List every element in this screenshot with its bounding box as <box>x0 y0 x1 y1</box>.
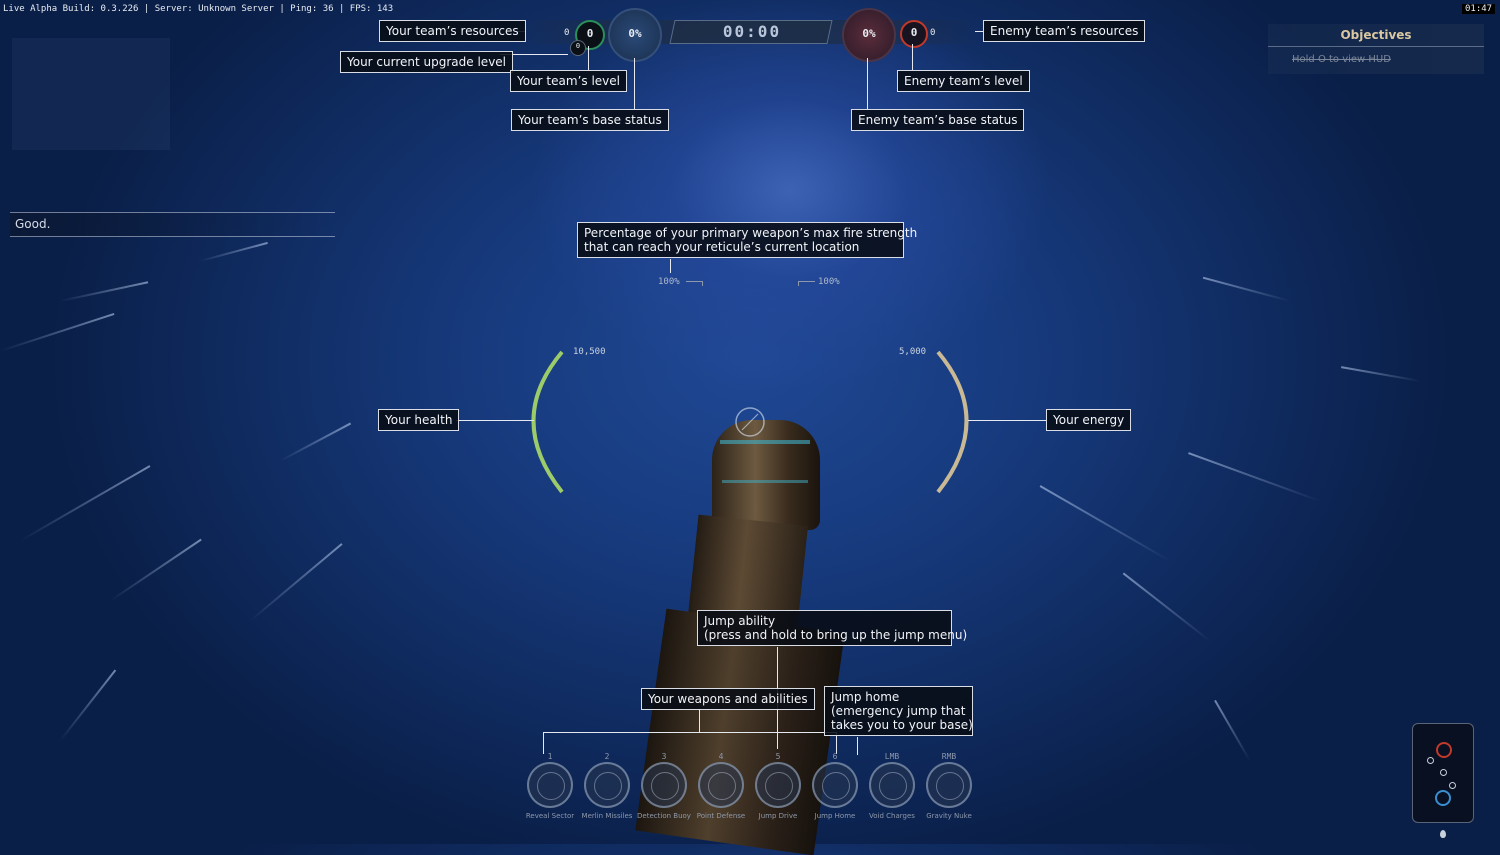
ability-key: 5 <box>775 752 781 761</box>
ability-name: Void Charges <box>869 812 915 820</box>
build-status: Live Alpha Build: 0.3.226 | Server: Unkn… <box>3 4 394 14</box>
health-value: 10,500 <box>573 347 606 357</box>
ability-name: Merlin Missiles <box>581 812 633 820</box>
callout-enemy-level: Enemy team’s level <box>897 70 1030 92</box>
enemy-base-value: 0% <box>862 27 876 40</box>
enemy-base-marker <box>1436 742 1452 758</box>
callout-upgrade-level: Your current upgrade level <box>340 51 514 73</box>
ability-key: LMB <box>884 752 900 761</box>
objectives-panel: Objectives Hold O to view HUD <box>1268 24 1484 74</box>
callout-weapon-percentage-line1: Percentage of your primary weapon’s max … <box>584 226 918 240</box>
callout-jump-line2: (press and hold to bring up the jump men… <box>704 628 968 642</box>
ability-name: Reveal Sector <box>525 812 575 820</box>
callout-weapons: Your weapons and abilities <box>641 688 815 710</box>
ability-name: Detection Buoy <box>637 812 691 820</box>
enemy-level-badge: 0 <box>900 20 928 48</box>
energy-value: 5,000 <box>899 347 927 357</box>
callout-jump-home-line3: takes you to your base) <box>831 718 973 732</box>
callout-weapon-percentage-line2: that can reach your reticule’s current l… <box>584 240 860 254</box>
callout-jump-home-line1: Jump home <box>831 690 900 704</box>
jump-icon <box>765 772 793 800</box>
missiles-icon <box>594 772 622 800</box>
ability-key: RMB <box>941 752 957 761</box>
team-resources-value: 0 <box>564 28 570 38</box>
ability-name: Gravity Nuke <box>926 812 972 820</box>
ability-name: Point Defense <box>696 812 746 820</box>
ability-name: Jump Drive <box>758 812 798 820</box>
weapon-reach-right: 100% <box>818 277 840 287</box>
callout-weapon-percentage: Percentage of your primary weapon’s max … <box>577 222 918 258</box>
radar-icon <box>537 772 565 800</box>
team-base-badge: 0% <box>608 8 662 62</box>
player-card <box>12 38 170 150</box>
callout-energy: Your energy <box>1046 409 1132 431</box>
objectives-hint: Hold O to view HUD <box>1292 54 1391 65</box>
callout-enemy-resources: Enemy team’s resources <box>983 20 1146 42</box>
callout-team-base: Your team’s base status <box>511 109 669 131</box>
team-level-value: 0 <box>586 27 594 40</box>
charge-icon <box>879 772 907 800</box>
upgrade-level-badge: 0 <box>570 40 586 56</box>
health-energy-gauges <box>531 350 969 494</box>
chat-message: Good. <box>15 217 51 231</box>
ability-key: 3 <box>661 752 667 761</box>
health-arc <box>531 350 564 494</box>
chat-panel: Good. <box>10 212 335 237</box>
enemy-level-value: 0 <box>910 26 918 39</box>
clock: 01:47 <box>1462 4 1496 14</box>
nuke-icon <box>936 772 964 800</box>
callout-jump-line1: Jump ability <box>704 614 776 628</box>
sector-marker <box>1440 769 1447 776</box>
ability-name: Jump Home <box>814 812 856 820</box>
minimap[interactable] <box>1412 723 1474 823</box>
reticle-bracket-right <box>798 281 815 286</box>
callout-jump-home-line2: (emergency jump that <box>831 704 966 718</box>
callout-enemy-base: Enemy team’s base status <box>851 109 1025 131</box>
team-base-marker <box>1435 790 1451 806</box>
upgrade-level-value: 0 <box>575 42 581 50</box>
shield-icon <box>708 772 736 800</box>
home-jump-icon <box>822 772 850 800</box>
callout-jump-home: Jump home (emergency jump that takes you… <box>824 686 973 736</box>
weapon-reach-left: 100% <box>658 277 680 287</box>
energy-arc <box>936 350 969 494</box>
ability-key: 2 <box>604 752 610 761</box>
match-timer: 00:00 <box>722 22 782 41</box>
reticle-icon <box>735 407 765 437</box>
buoy-icon <box>651 772 679 800</box>
sector-marker <box>1427 757 1434 764</box>
resource-drop-icon <box>1440 830 1446 838</box>
enemy-resources-value: 0 <box>930 28 936 38</box>
sector-marker <box>1449 782 1456 789</box>
enemy-base-badge: 0% <box>842 8 896 62</box>
callout-health: Your health <box>378 409 460 431</box>
objectives-title: Objectives <box>1340 28 1412 42</box>
reticle-bracket-left <box>686 281 703 286</box>
ability-key: 6 <box>832 752 838 761</box>
team-base-value: 0% <box>628 27 642 40</box>
ability-key: 1 <box>547 752 553 761</box>
callout-team-level: Your team’s level <box>510 70 627 92</box>
callout-jump-ability: Jump ability (press and hold to bring up… <box>697 610 968 646</box>
callout-team-resources: Your team’s resources <box>379 20 526 42</box>
ability-key: 4 <box>718 752 724 761</box>
